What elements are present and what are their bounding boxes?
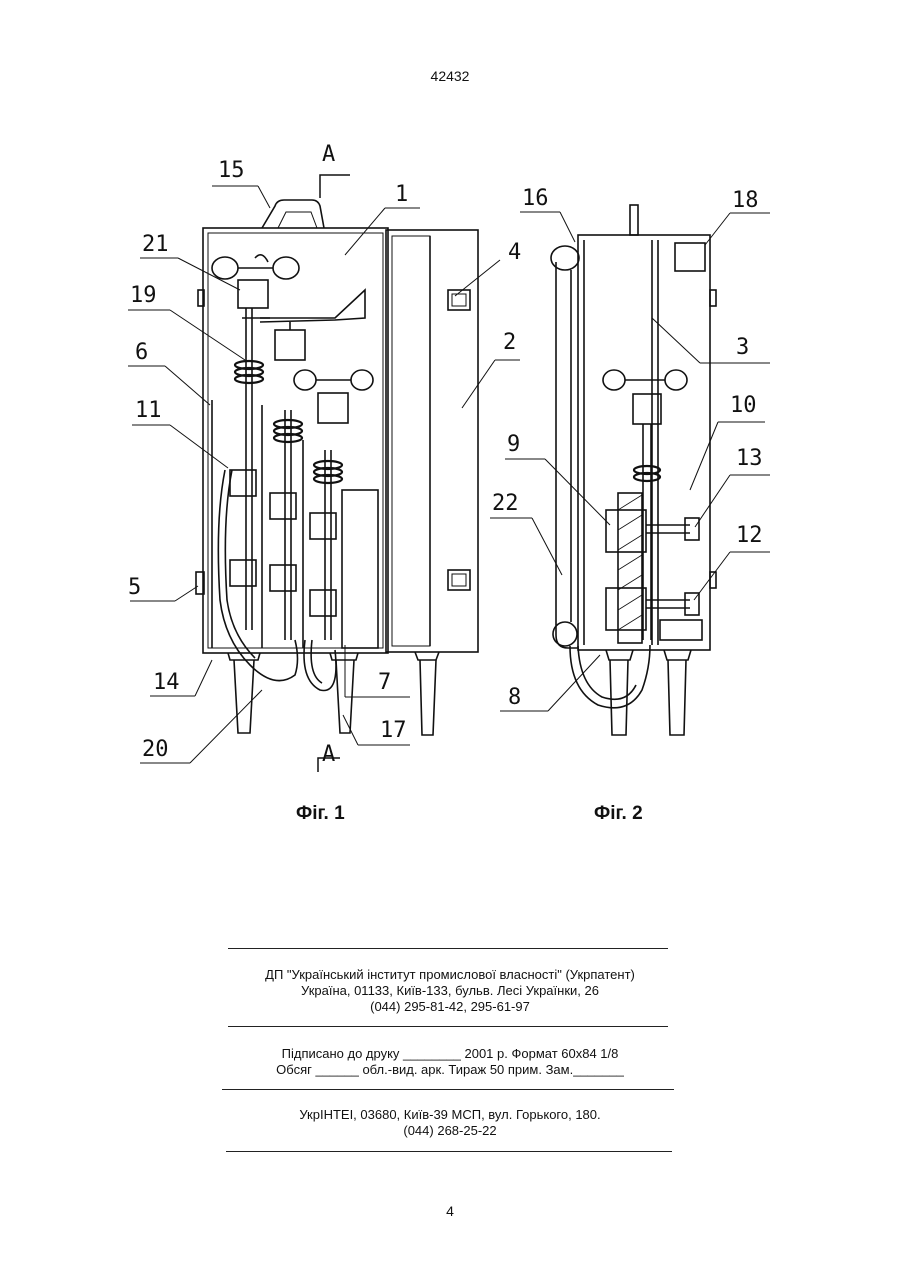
figure-2-caption: Фіг. 2 (594, 803, 643, 825)
section-letter-a-bottom: A (322, 742, 335, 767)
ref-7: 7 (378, 670, 391, 695)
handle-15 (262, 200, 324, 228)
ref-21: 21 (142, 232, 169, 257)
page-number: 4 (0, 1203, 900, 1219)
ref-4: 4 (508, 240, 521, 265)
ref-2: 2 (503, 330, 516, 355)
door-2 (386, 230, 478, 652)
ref-11: 11 (135, 398, 162, 423)
footer-rule-bottom (226, 1151, 672, 1152)
ref-12: 12 (736, 523, 763, 548)
ref-9: 9 (507, 432, 520, 457)
ref-19: 19 (130, 283, 157, 308)
ref-17: 17 (380, 718, 407, 743)
print-line-2: Обсяг ______ обл.-вид. арк. Тираж 50 при… (0, 1062, 900, 1077)
ref-15: 15 (218, 158, 245, 183)
ref-22: 22 (492, 491, 519, 516)
ref-1: 1 (395, 182, 408, 207)
publisher-line-3: (044) 295-81-42, 295-61-97 (0, 999, 900, 1014)
printer-line-2: (044) 268-25-22 (0, 1123, 900, 1138)
ref-10: 10 (730, 393, 757, 418)
ref-14: 14 (153, 670, 180, 695)
ref-5: 5 (128, 575, 141, 600)
footer-rule-top (228, 948, 668, 949)
printer-line-1: УкрІНТЕІ, 03680, Київ-39 МСП, вул. Горьк… (0, 1107, 900, 1122)
footer-rule-2 (228, 1026, 668, 1027)
ref-13: 13 (736, 446, 763, 471)
ref-16: 16 (522, 186, 549, 211)
ref-18: 18 (732, 188, 759, 213)
figure-1-caption: Фіг. 1 (296, 803, 345, 825)
ref-6: 6 (135, 340, 148, 365)
ref-3: 3 (736, 335, 749, 360)
section-letter-a-top: A (322, 142, 335, 167)
footer-rule-3 (222, 1089, 674, 1090)
publisher-line-2: Україна, 01133, Київ-133, бульв. Лесі Ук… (0, 983, 900, 998)
print-line-1: Підписано до друку ________ 2001 р. Форм… (0, 1046, 900, 1061)
publisher-line-1: ДП "Український інститут промислової вла… (0, 967, 900, 982)
ref-8: 8 (508, 685, 521, 710)
ref-20: 20 (142, 737, 169, 762)
